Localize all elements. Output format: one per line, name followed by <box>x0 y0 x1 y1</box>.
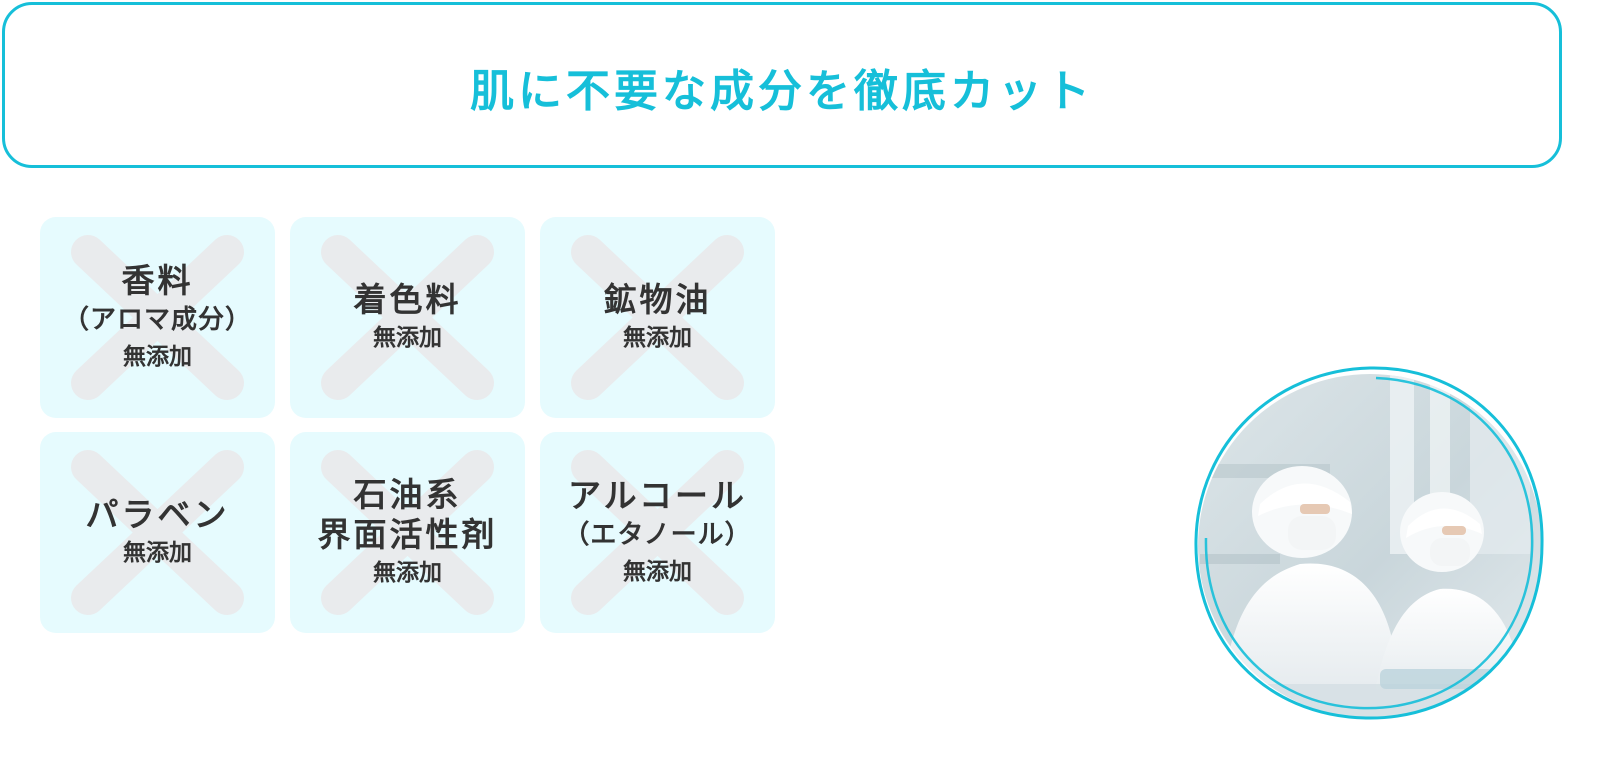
factory-workers-photo <box>1180 354 1550 724</box>
tile-free-label: 無添加 <box>623 558 692 585</box>
cross-icon <box>71 450 244 615</box>
tile-title: 香料 <box>121 260 194 300</box>
cross-icon <box>321 235 494 400</box>
tile-free-label: 無添加 <box>373 559 442 586</box>
photo-illustration <box>1194 366 1544 720</box>
headline-text: 肌に不要な成分を徹底カット <box>470 66 1094 117</box>
tile-free-label: 無添加 <box>123 539 192 566</box>
additive-free-tile-alcohol: アルコール （エタノール） 無添加 <box>540 432 775 633</box>
additive-free-tile-surfactant: 石油系 界面活性剤 無添加 <box>290 432 525 633</box>
cross-icon <box>71 235 244 400</box>
additive-free-tile-fragrance: 香料 （アロマ成分） 無添加 <box>40 217 275 418</box>
tile-title: 鉱物油 <box>603 279 712 319</box>
cross-icon <box>571 235 744 400</box>
tile-subtitle: （エタノール） <box>563 519 752 550</box>
cross-icon <box>571 450 744 615</box>
tile-subtitle: （アロマ成分） <box>62 304 252 335</box>
tile-title-line2: 界面活性剤 <box>317 514 498 554</box>
additive-free-tile-paraben: パラベン 無添加 <box>40 432 275 633</box>
additive-free-tile-colorant: 着色料 無添加 <box>290 217 525 418</box>
tile-title: アルコール <box>567 475 747 515</box>
headline-banner: 肌に不要な成分を徹底カット <box>2 2 1562 168</box>
additive-free-tile-mineral-oil: 鉱物油 無添加 <box>540 217 775 418</box>
tile-title: パラベン <box>85 494 230 534</box>
tile-free-label: 無添加 <box>623 324 692 351</box>
cross-icon <box>321 450 494 615</box>
tile-free-label: 無添加 <box>123 343 192 370</box>
tile-title: 着色料 <box>353 279 462 319</box>
tile-title: 石油系 <box>353 474 462 514</box>
tile-free-label: 無添加 <box>373 324 442 351</box>
